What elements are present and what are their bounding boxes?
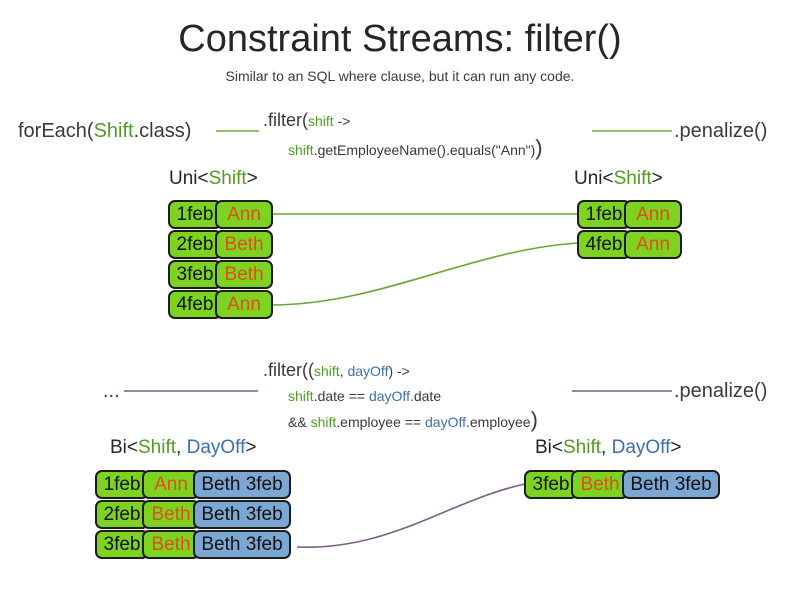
tuple-cell-name: Ann: [142, 470, 200, 499]
slide-subtitle: Similar to an SQL where clause, but it c…: [225, 68, 575, 84]
filter-var-shift: shift: [310, 414, 337, 430]
label-suffix: >: [246, 168, 258, 189]
foreach-head: forEach(: [18, 120, 94, 142]
label-type-shift: Shift: [208, 168, 247, 189]
filter-expression-bi-line1: .filter((shift, dayOff) ->: [263, 360, 410, 381]
uni-output-row-2[interactable]: 4feb Ann: [577, 230, 682, 259]
tuple-cell-name: Beth: [142, 500, 200, 529]
tuple-cell-date: 2feb: [95, 500, 149, 529]
foreach-expression: forEach(Shift.class): [18, 120, 191, 143]
bi-output-row-1[interactable]: 3feb Beth Beth 3feb: [524, 470, 720, 499]
filter-expression-uni-line2: shift.getEmployeeName().equals("Ann")): [288, 135, 543, 160]
uni-input-row-4[interactable]: 4feb Ann: [168, 290, 273, 319]
bi-input-stream-label: Bi<Shift, DayOff>: [110, 437, 256, 459]
label-sep: ,: [601, 437, 612, 458]
filter-close-paren: ): [535, 135, 543, 160]
tuple-cell-name: Beth: [571, 470, 629, 499]
tuple-cell-dayoff: Beth 3feb: [193, 470, 291, 499]
bi-source-ellipsis: ...: [103, 380, 120, 402]
tuple-cell-date: 3feb: [168, 260, 222, 289]
tuple-cell-date: 1feb: [577, 200, 631, 229]
tuple-cell-name: Beth: [215, 230, 273, 259]
label-prefix: Uni<: [169, 168, 209, 189]
label-type-shift: Shift: [613, 168, 652, 189]
uni-input-row-2[interactable]: 2feb Beth: [168, 230, 273, 259]
filter-arrow: ) ->: [388, 363, 410, 379]
foreach-tail: .class): [133, 120, 192, 142]
filter-body-var: shift: [288, 142, 314, 158]
filter-param-shift: shift: [308, 113, 334, 129]
tuple-cell-date: 3feb: [524, 470, 578, 499]
uni-input-row-1[interactable]: 1feb Ann: [168, 200, 273, 229]
filter-var-dayoff: dayOff: [425, 414, 466, 430]
filter-head: .filter(: [263, 110, 308, 130]
label-suffix: >: [651, 168, 663, 189]
tuple-cell-date: 4feb: [577, 230, 631, 259]
tuple-cell-date: 3feb: [95, 530, 149, 559]
label-prefix: Uni<: [574, 168, 614, 189]
tuple-cell-date: 1feb: [168, 200, 222, 229]
wire-bi-row3: [296, 483, 526, 548]
bi-input-row-3[interactable]: 3feb Beth Beth 3feb: [95, 530, 291, 559]
label-type-dayoff: DayOff: [186, 437, 246, 458]
foreach-type: Shift: [93, 120, 134, 142]
wire-uni-row4: [269, 242, 579, 306]
bi-input-row-2[interactable]: 2feb Beth Beth 3feb: [95, 500, 291, 529]
tuple-cell-date: 1feb: [95, 470, 149, 499]
tuple-cell-dayoff: Beth 3feb: [193, 530, 291, 559]
bi-output-stream-label: Bi<Shift, DayOff>: [535, 437, 681, 459]
tuple-cell-dayoff: Beth 3feb: [193, 500, 291, 529]
penalize-expression-bi: .penalize(): [674, 380, 768, 402]
filter-op: .employee ==: [336, 414, 425, 430]
filter-body-rest: .getEmployeeName().equals("Ann"): [313, 142, 536, 158]
filter-op: .date ==: [313, 388, 369, 404]
filter-expression-bi-line3: && shift.employee == dayOff.employee): [288, 407, 538, 432]
filter-field: .employee: [466, 414, 531, 430]
label-suffix: >: [670, 437, 682, 458]
tuple-cell-date: 4feb: [168, 290, 222, 319]
tuple-cell-name: Beth: [215, 260, 273, 289]
filter-param-shift: shift: [314, 363, 340, 379]
filter-param-dayoff: dayOff: [347, 363, 389, 379]
uni-output-stream-label: Uni<Shift>: [574, 168, 663, 190]
filter-arrow: ->: [333, 113, 351, 129]
tuple-cell-date: 2feb: [168, 230, 222, 259]
label-suffix: >: [245, 437, 257, 458]
filter-field: .date: [409, 388, 442, 404]
label-type-shift: Shift: [138, 437, 177, 458]
filter-var-dayoff: dayOff: [368, 388, 410, 404]
uni-output-row-1[interactable]: 1feb Ann: [577, 200, 682, 229]
label-type-dayoff: DayOff: [611, 437, 671, 458]
tuple-cell-name: Ann: [215, 290, 273, 319]
tuple-cell-dayoff: Beth 3feb: [622, 470, 720, 499]
filter-head: .filter((: [263, 360, 314, 380]
penalize-expression-uni: .penalize(): [674, 120, 768, 142]
tuple-cell-name: Ann: [215, 200, 273, 229]
tuple-cell-name: Ann: [624, 200, 682, 229]
filter-var-shift: shift: [288, 388, 314, 404]
filter-close-paren: ): [530, 407, 538, 432]
filter-expression-bi-line2: shift.date == dayOff.date: [288, 388, 441, 404]
bi-input-row-1[interactable]: 1feb Ann Beth 3feb: [95, 470, 291, 499]
label-sep: ,: [176, 437, 187, 458]
uni-input-row-3[interactable]: 3feb Beth: [168, 260, 273, 289]
uni-input-stream-label: Uni<Shift>: [169, 168, 258, 190]
slide-title: Constraint Streams: filter(): [178, 18, 622, 60]
filter-param-comma: ,: [339, 363, 348, 379]
tuple-cell-name: Ann: [624, 230, 682, 259]
label-prefix: Bi<: [110, 437, 138, 458]
filter-expression-uni-line1: .filter(shift ->: [263, 110, 350, 131]
label-prefix: Bi<: [535, 437, 563, 458]
tuple-cell-name: Beth: [142, 530, 200, 559]
label-type-shift: Shift: [563, 437, 602, 458]
filter-and-op: &&: [288, 414, 311, 430]
